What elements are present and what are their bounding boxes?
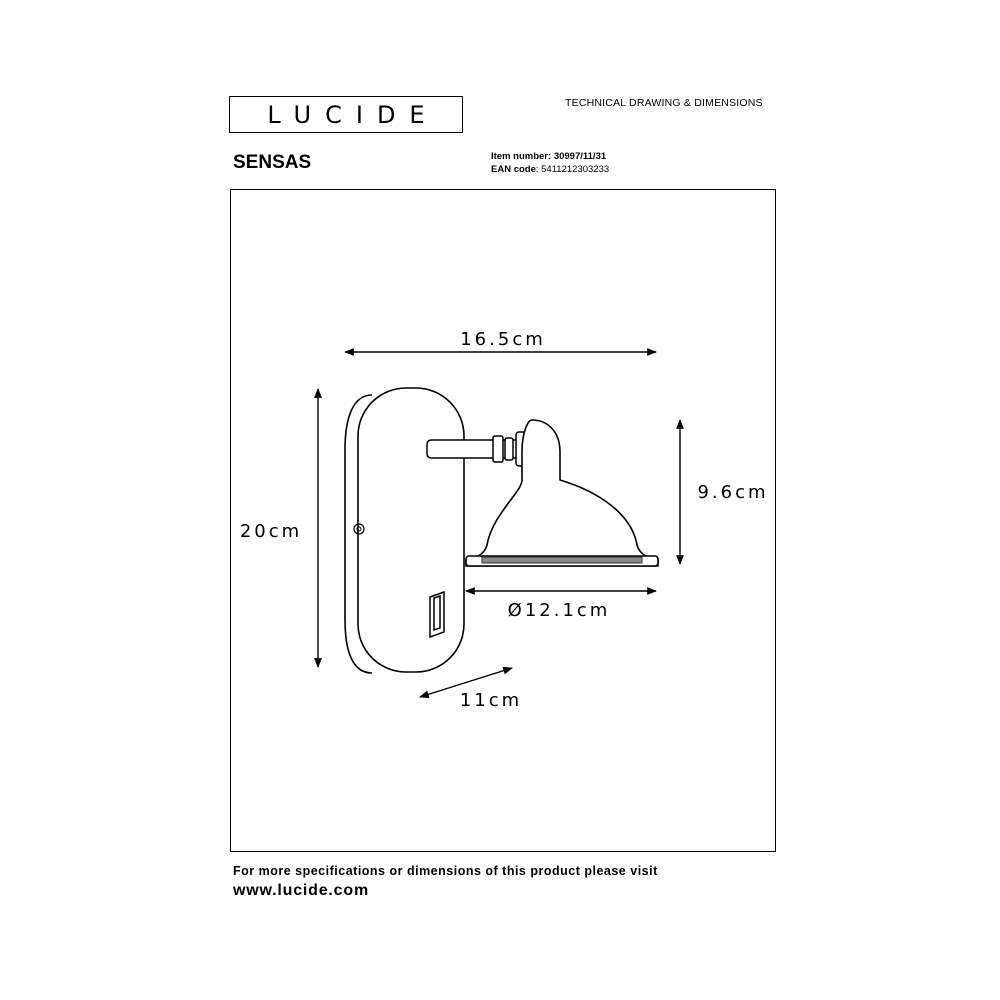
switch-icon — [429, 590, 445, 639]
website-link[interactable]: www.lucide.com — [233, 882, 369, 899]
dimension-width: 16.5cm — [344, 329, 657, 356]
item-number-value: 30997/11/31 — [551, 151, 607, 162]
dimension-height-label: 20cm — [240, 521, 302, 542]
dimension-diameter: Ø12.1cm — [465, 587, 657, 621]
dimension-height: 20cm — [240, 388, 322, 668]
dimension-diameter-label: Ø12.1cm — [508, 600, 611, 621]
brand-logo-text: LUCIDE — [267, 100, 439, 129]
ean-code-row: EAN code: 5411212303233 — [491, 164, 609, 175]
ean-code-value: : 5411212303233 — [535, 164, 610, 175]
dimension-shade-height-label: 9.6cm — [697, 482, 768, 503]
dimension-depth-label: 11cm — [460, 690, 522, 711]
dimension-shade-height: 9.6cm — [676, 419, 768, 565]
item-number-label: Item number: — [491, 151, 552, 162]
product-name: SENSAS — [233, 152, 312, 173]
lamp-shade — [465, 419, 659, 567]
wall-plate — [344, 387, 465, 674]
dimension-depth: 11cm — [419, 666, 522, 711]
ean-code-label: EAN code — [491, 164, 536, 175]
dimension-width-label: 16.5cm — [460, 329, 546, 350]
document-title: TECHNICAL DRAWING & DIMENSIONS — [565, 97, 763, 109]
brand-logo: LUCIDE — [229, 96, 463, 133]
footer-note: For more specifications or dimensions of… — [233, 864, 658, 878]
item-number-row: Item number: 30997/11/31 — [491, 151, 606, 162]
drawing-frame — [230, 189, 776, 852]
